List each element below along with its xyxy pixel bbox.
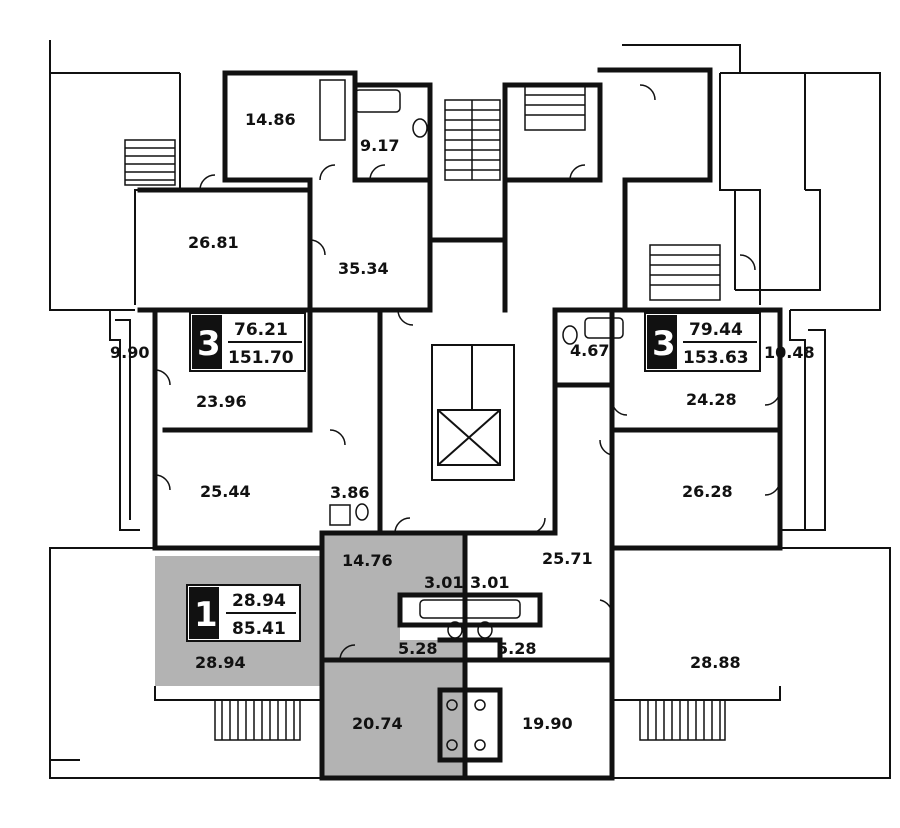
apartment-badge: 3 76.21 151.70 (189, 312, 306, 372)
room-area-label: 9.17 (360, 136, 399, 155)
room-area-label: 10.48 (764, 343, 815, 362)
apartment-living-area: 79.44 (689, 320, 743, 340)
apartment-room-count: 1 (194, 595, 218, 635)
apartment-living-area: 28.94 (232, 591, 286, 611)
room-area-label: 3.01 (470, 573, 509, 592)
room-area-label: 19.90 (522, 714, 573, 733)
room-area-label: 35.34 (338, 259, 389, 278)
room-area-label: 14.86 (245, 110, 296, 129)
room-area-label: 23.96 (196, 392, 247, 411)
apartment-living-area: 76.21 (234, 320, 288, 340)
room-area-label: 26.81 (188, 233, 239, 252)
room-area-label: 20.74 (352, 714, 403, 733)
elevator (431, 344, 515, 481)
apartment-badge: 3 79.44 153.63 (644, 312, 761, 372)
apartment-total-area: 151.70 (228, 348, 294, 368)
room-labels: 14.86 9.17 26.81 35.34 9.90 23.96 25.44 … (110, 110, 815, 733)
room-area-label: 26.28 (682, 482, 733, 501)
room-area-label: 9.90 (110, 343, 149, 362)
room-area-label: 4.67 (570, 341, 609, 360)
doors (154, 84, 781, 661)
room-area-label: 28.88 (690, 653, 741, 672)
fixtures (319, 79, 624, 751)
room-area-label: 3.01 (424, 573, 463, 592)
room-area-label: 3.86 (330, 483, 369, 502)
apartment-badge: 1 28.94 85.41 (186, 584, 301, 642)
stairs (444, 84, 721, 301)
room-area-label: 28.94 (195, 653, 246, 672)
apartment-total-area: 85.41 (232, 619, 286, 639)
room-area-label: 24.28 (686, 390, 737, 409)
walls (137, 67, 783, 781)
room-area-label: 5.28 (398, 639, 437, 658)
room-area-label: 5.28 (497, 639, 536, 658)
room-area-label: 25.71 (542, 549, 593, 568)
apartment-room-count: 3 (197, 324, 221, 364)
apartment-total-area: 153.63 (683, 348, 749, 368)
room-area-label: 14.76 (342, 551, 393, 570)
room-area-label: 25.44 (200, 482, 251, 501)
balcony-stripes (124, 139, 726, 741)
apartment-room-count: 3 (652, 324, 676, 364)
